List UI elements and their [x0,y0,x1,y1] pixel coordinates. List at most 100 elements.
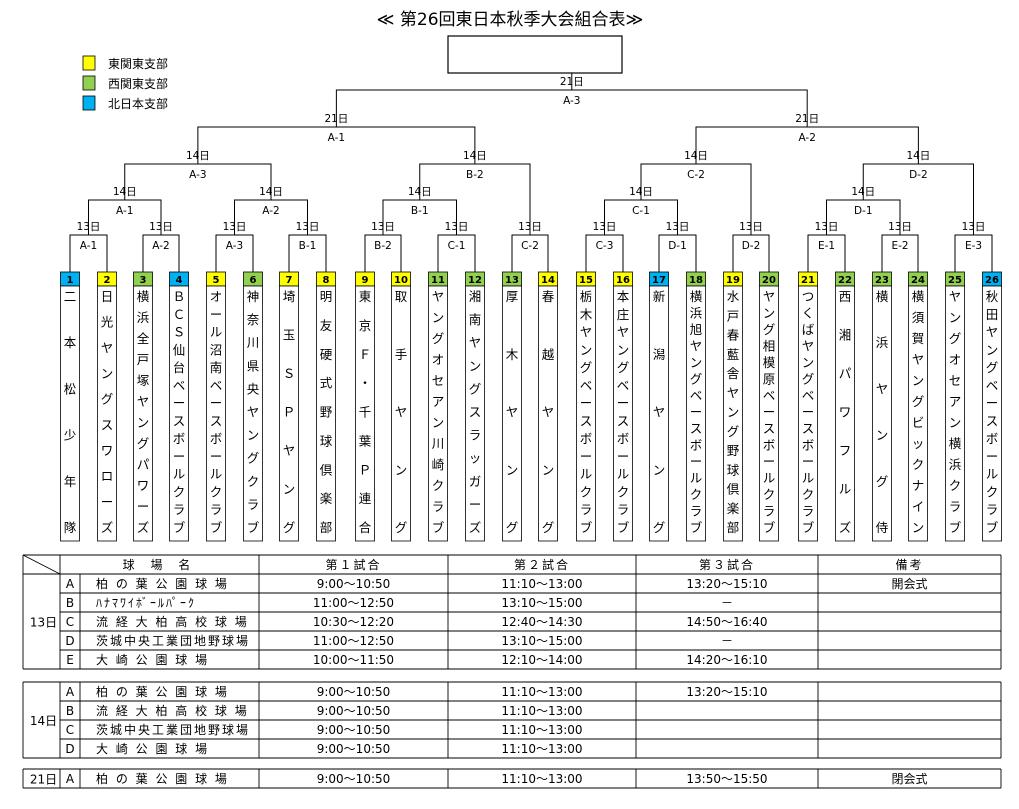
game2-time: 13:10～15:00 [501,596,582,610]
team-name: 西湘パワフルズ [839,289,852,535]
team-name-box [908,285,928,542]
team-name: ヤングオセアン川崎クラブ [432,289,445,535]
team-number: 20 [762,275,776,286]
team-name: 横須賀ヤングビックナイン [912,289,925,535]
field-name: 大 崎 公 園 球 場 [96,653,209,667]
team-name: 厚木ヤング [506,289,519,535]
column-header: 第１試合 [325,557,381,572]
team-cards: 1二本松少年隊2日光ヤングスワローズ3横浜全戸塚ヤングパワーズ4ＢＣＳ仙台ベース… [60,271,1002,542]
game2-time: 11:10～13:00 [501,772,582,786]
team-name: 神奈川県央ヤングクラブ [247,289,260,535]
field-name: ﾊﾅﾏﾜｲﾎﾞｰﾙﾊﾟｰｸ [96,596,196,610]
team-name: 横浜旭ヤングベースボールクラブ [690,289,703,535]
day-label: 14日 [30,714,57,728]
field-id: B [66,596,74,610]
legend-label: 東関東支部 [108,56,168,71]
field-id: A [66,685,75,699]
column-header: 第２試合 [514,557,570,572]
team-number: 19 [726,275,740,286]
team-name-box [502,285,522,542]
team-name: オール沼南ベースボールクラブ [210,289,223,535]
team-name-box [982,285,1002,542]
team-number: 10 [394,275,408,286]
team-number: 4 [176,275,183,286]
team-name-box [206,285,226,542]
team-name: 本庄ヤングベースボールクラブ [617,289,630,535]
team-number: 22 [838,275,852,286]
field-name: 茨城中央工業団地野球場 [96,722,250,737]
team-name: 明友硬式野球倶楽部 [320,289,333,535]
match-code: E-1 [818,240,835,252]
team-name: 新潟ヤング [653,289,666,535]
team-name-box [945,285,965,542]
field-name: 流 経 大 柏 高 校 球 場 [96,703,249,718]
team-number: 25 [948,275,962,286]
team-name-box [391,285,411,542]
team-number: 23 [875,275,889,286]
game1-time: 9:00～10:50 [317,772,391,786]
team-name-box [169,285,189,542]
match-code: E-2 [891,240,908,252]
team-name-box [835,285,855,542]
team-card: 22 西湘パワフルズ [835,271,855,542]
game3-time: 13:20～15:10 [686,577,767,591]
legend-swatch [82,75,96,91]
team-number: 6 [250,275,257,286]
team-name: 二本松少年隊 [64,289,77,535]
field-name: 柏 の 葉 公 園 球 場 [96,576,229,591]
field-name: 茨城中央工業団地野球場 [96,633,250,648]
game3-time: － [721,596,733,610]
match-code: A-2 [798,132,815,144]
team-card: 16 本庄ヤングベースボールクラブ [613,271,633,542]
team-number: 7 [286,275,293,286]
game2-time: 11:10～13:00 [501,704,582,718]
team-name: ヤング相模原ベースボールクラブ [763,289,776,535]
team-number: 11 [431,275,445,286]
team-name-box [686,285,706,542]
team-name-box [649,285,669,542]
match-code: A-1 [80,240,97,252]
match-code: A-3 [189,169,206,181]
team-name: 水戸春藍舎ヤング野球倶楽部 [727,289,740,535]
field-name: 大 崎 公 園 球 場 [96,742,209,756]
game3-time: 13:20～15:10 [686,685,767,699]
column-header: 球 場 名 [123,557,197,572]
match-code: A-1 [116,205,133,217]
team-name: 横浜全戸塚ヤングパワーズ [137,289,150,535]
match-code: A-3 [563,95,580,107]
match-code: E-3 [965,240,982,252]
game2-time: 13:10～15:00 [501,634,582,648]
game1-time: 9:00～10:50 [317,685,391,699]
game2-time: 11:10～13:00 [501,742,582,756]
team-name-box [279,285,299,542]
match-code: C-3 [596,240,614,252]
team-number: 16 [616,275,630,286]
field-id: A [66,577,75,591]
day-label: 13日 [30,616,57,630]
note: 閉会式 [891,772,927,786]
team-name-box [465,285,485,542]
team-number: 2 [104,275,111,286]
legend-label: 西関東支部 [108,76,168,91]
field-id: D [65,634,74,648]
team-name-box [97,285,117,542]
team-name-box [316,285,336,542]
game1-time: 11:00～12:50 [313,634,394,648]
match-code: A-1 [328,132,345,144]
team-card: 20 ヤング相模原ベースボールクラブ [759,271,779,542]
team-number: 24 [911,275,925,286]
team-name-box [355,285,375,542]
team-number: 1 [67,275,74,286]
field-id: D [65,742,74,756]
field-id: C [66,615,74,629]
team-number: 13 [505,275,519,286]
team-name-box [798,285,818,542]
game1-time: 9:00～10:50 [317,577,391,591]
